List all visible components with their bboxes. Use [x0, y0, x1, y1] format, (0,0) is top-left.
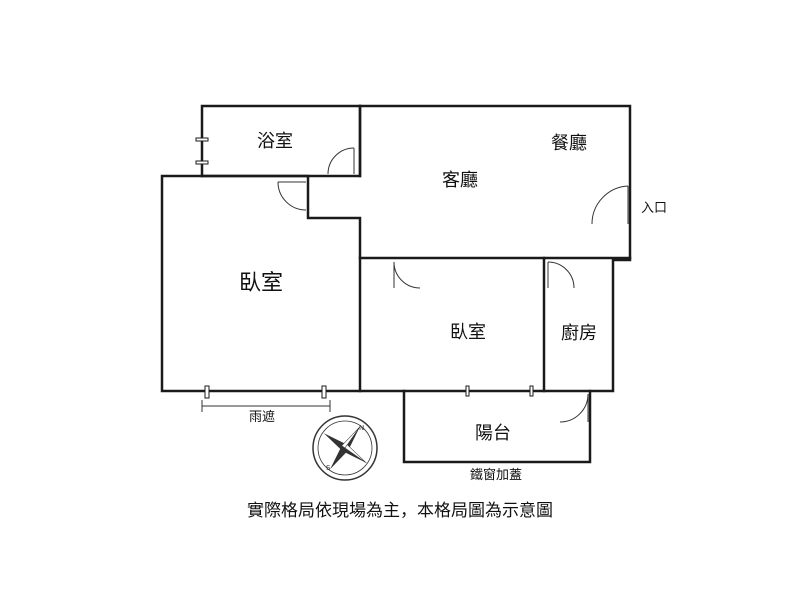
label-balcony: 陽台 — [475, 423, 511, 444]
door-large-bedroom — [277, 181, 307, 211]
walls — [160, 104, 632, 464]
label-living: 客廳 — [442, 170, 478, 191]
compass-north: N — [359, 424, 364, 432]
label-kitchen: 廚房 — [561, 322, 597, 344]
label-dining: 餐廳 — [551, 133, 587, 154]
door-kitchen — [547, 261, 575, 289]
door-small-bedroom — [393, 261, 421, 289]
label-bathroom: 浴室 — [257, 131, 293, 152]
door-bathroom — [327, 147, 355, 175]
outer-wall — [160, 104, 632, 393]
compass-icon: N S — [312, 415, 378, 481]
compass-south: S — [326, 464, 331, 472]
label-bedroom-small: 臥室 — [450, 322, 486, 343]
doors — [277, 147, 629, 423]
door-balcony — [559, 393, 589, 423]
disclaimer-caption: 實際格局依現場為主，本格局圖為示意圖 — [247, 501, 553, 521]
label-awning: 雨遮 — [249, 409, 275, 425]
living-bedroom-divider — [200, 174, 362, 393]
door-entrance — [591, 185, 629, 225]
windows — [195, 137, 534, 399]
awning-line — [201, 400, 331, 412]
label-window-cover: 鐵窗加蓋 — [470, 467, 522, 483]
label-entrance: 入口 — [641, 201, 667, 216]
label-bedroom-large: 臥室 — [239, 271, 283, 296]
balcony-walls — [402, 389, 592, 464]
